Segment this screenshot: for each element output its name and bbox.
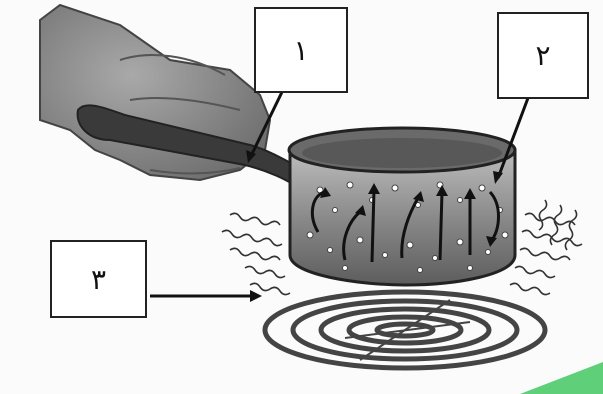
label-3-text: ٣ xyxy=(91,263,106,296)
stove-coil xyxy=(265,292,545,368)
green-corner-accent xyxy=(520,362,603,394)
label-box-3: ٣ xyxy=(50,240,147,318)
label-box-2: ٢ xyxy=(497,12,589,99)
pot xyxy=(289,128,515,285)
arrow-to-coil xyxy=(250,290,262,302)
label-1-text: ١ xyxy=(293,34,308,67)
label-box-1: ١ xyxy=(254,7,348,93)
label-2-text: ٢ xyxy=(535,39,550,72)
